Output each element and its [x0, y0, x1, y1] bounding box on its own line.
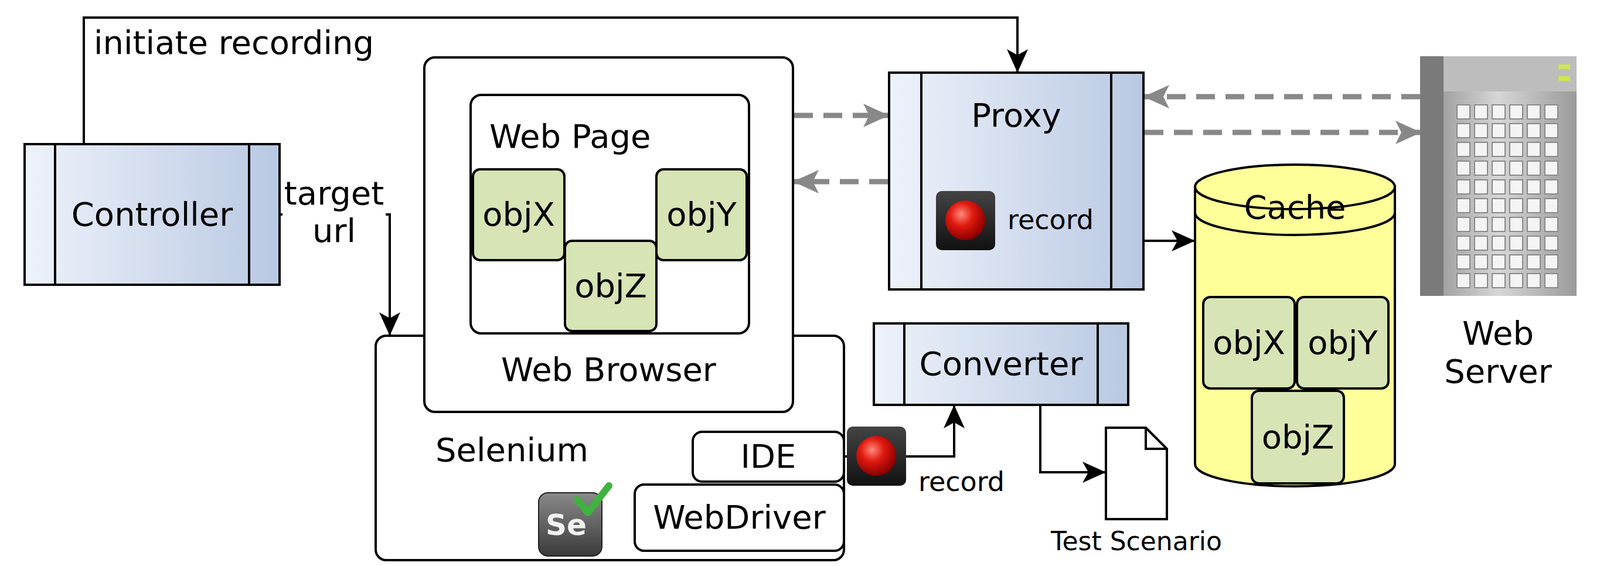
- node-label: Converter: [919, 345, 1084, 383]
- label-holder: Web Browser: [425, 350, 792, 389]
- label-holder: record: [918, 465, 1005, 498]
- side-band: [1096, 324, 1099, 404]
- node-label: Controller: [71, 195, 233, 234]
- node-label: objX: [482, 195, 556, 234]
- label-holder: Proxy: [890, 96, 1143, 135]
- edge-label: initiate recording: [93, 24, 374, 62]
- tool-box: WebDriver: [633, 483, 846, 553]
- side-band: [53, 145, 57, 284]
- node-label: Proxy: [971, 96, 1061, 135]
- dashed-connector: [1144, 94, 1421, 100]
- cache-store: Cache objX objY objZ: [1193, 163, 1397, 488]
- label-holder: Se: [545, 508, 587, 543]
- dashed-connector: [794, 179, 888, 185]
- node-label: Cache: [1243, 188, 1346, 227]
- node-label: Web Browser: [501, 350, 717, 389]
- node-label: objZ: [574, 267, 648, 305]
- node-label: WebDriver: [652, 498, 826, 537]
- label-holder: record: [1007, 203, 1094, 236]
- document-icon: [1104, 426, 1169, 521]
- object-box: objZ: [563, 239, 658, 333]
- tool-box: IDE: [691, 430, 846, 483]
- node-label: objZ: [1261, 418, 1335, 456]
- arrow-connector: [1040, 406, 1105, 473]
- label-holder: Web Server: [1427, 314, 1569, 391]
- side-band: [903, 324, 906, 404]
- node-label: objY: [666, 195, 737, 234]
- process-box: Controller: [23, 143, 281, 287]
- document-icon-node: Test Scenario: [1104, 426, 1169, 521]
- node-label: objY: [1307, 324, 1378, 362]
- node-label: Test Scenario: [1050, 526, 1222, 557]
- node-label: objX: [1212, 324, 1286, 362]
- side-band: [920, 73, 923, 289]
- object-box: objX: [471, 168, 566, 262]
- label-holder: Test Scenario: [1050, 526, 1222, 557]
- edge-label: target url: [282, 174, 386, 251]
- logo-text: Se: [545, 508, 587, 543]
- edge-label-holder: target url: [282, 174, 386, 251]
- record-icon: [846, 426, 907, 486]
- node-label: IDE: [740, 437, 796, 476]
- node-label: Web Page: [489, 117, 651, 156]
- process-box: Converter: [872, 322, 1130, 407]
- object-box: objY: [1295, 295, 1390, 390]
- edge-label-holder: initiate recording: [93, 23, 374, 62]
- server-icon: [1420, 56, 1577, 296]
- node-label: Selenium: [435, 430, 589, 469]
- object-box: objX: [1202, 295, 1296, 390]
- node-label: record: [1007, 203, 1094, 236]
- dashed-connector: [1144, 130, 1421, 136]
- side-band: [247, 145, 251, 284]
- process-box: Proxy record: [887, 71, 1145, 291]
- dashed-connector: [794, 113, 888, 119]
- web-page-box: Web Page objX objY objZ: [469, 93, 751, 335]
- label-holder: Cache: [1193, 188, 1397, 227]
- record-icon: [935, 191, 996, 251]
- browser-window: Web Browser Web Page objX objY objZ: [423, 56, 795, 414]
- node-label: Web Server: [1444, 314, 1552, 391]
- side-band: [1110, 73, 1113, 289]
- label-holder: Selenium: [435, 430, 589, 469]
- label-holder: Web Page: [489, 117, 651, 156]
- arrow-connector: [845, 406, 955, 457]
- record-label: record: [918, 465, 1005, 498]
- object-box: objY: [655, 168, 748, 262]
- server-node: Web Server: [1420, 56, 1577, 296]
- arrow-connector: [1144, 239, 1194, 243]
- object-box: objZ: [1250, 389, 1346, 485]
